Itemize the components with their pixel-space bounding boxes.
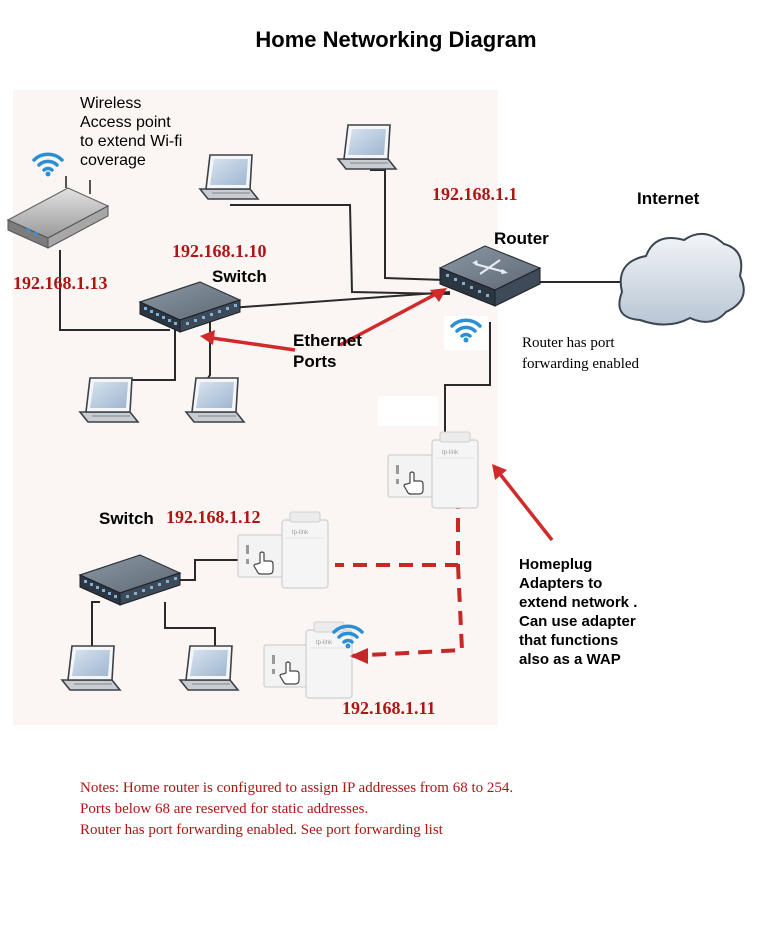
switch-bottom-ip: 192.168.1.12	[166, 507, 261, 527]
laptop-switch1-right	[185, 377, 245, 423]
svg-text:Router has port: Router has port	[522, 335, 615, 351]
router-device	[438, 245, 542, 307]
ethernet-ports-label: Ethernet Ports	[293, 331, 362, 371]
svg-text:Can use adapter: Can use adapter	[519, 613, 636, 630]
laptop-top-left	[199, 154, 259, 200]
svg-text:Ethernet: Ethernet	[293, 331, 362, 350]
homeplug-arrowhead	[350, 648, 368, 664]
switch-top-ip: 192.168.1.10	[172, 241, 267, 261]
svg-text:Ports: Ports	[293, 352, 336, 371]
svg-text:also as a WAP: also as a WAP	[519, 651, 621, 668]
homeplug-powerline	[335, 495, 465, 658]
diagram-title: Home Networking Diagram	[255, 27, 536, 52]
svg-text:Wireless: Wireless	[80, 95, 141, 112]
svg-text:to extend Wi-fi: to extend Wi-fi	[80, 133, 182, 150]
svg-text:Access point: Access point	[80, 114, 171, 131]
internet-cloud	[618, 233, 745, 326]
router-ip: 192.168.1.1	[432, 184, 518, 204]
svg-text:coverage: coverage	[80, 152, 146, 169]
svg-text:extend network .: extend network .	[519, 594, 637, 611]
wireless-access-point	[6, 176, 110, 249]
homeplug-adapter-top	[378, 396, 479, 509]
laptop-switch2-right	[179, 645, 239, 691]
router-wifi-icon	[444, 316, 488, 350]
svg-text:forwarding enabled: forwarding enabled	[522, 356, 640, 372]
annotation-arrows	[200, 288, 554, 542]
svg-text:Router has port forwarding ena: Router has port forwarding enabled. See …	[80, 822, 444, 838]
homeplug-wap-ip: 192.168.1.11	[342, 698, 436, 718]
switch-top-label: Switch	[212, 267, 267, 286]
wap-label: Wireless Access point to extend Wi-fi co…	[80, 95, 182, 169]
internet-label: Internet	[637, 189, 700, 208]
laptop-switch2-left	[61, 645, 121, 691]
router-forwarding-note: Router has port forwarding enabled	[522, 335, 640, 372]
router-label: Router	[494, 229, 549, 248]
switch-bottom-label: Switch	[99, 509, 154, 528]
homeplug-label: Homeplug Adapters to extend network . Ca…	[519, 556, 637, 668]
svg-text:Notes: Home router is configur: Notes: Home router is configured to assi…	[80, 780, 513, 796]
svg-text:Ports below 68 are reserved fo: Ports below 68 are reserved for static a…	[80, 801, 368, 817]
svg-text:that functions: that functions	[519, 632, 618, 649]
svg-text:Homeplug: Homeplug	[519, 556, 592, 573]
notes-block: Notes: Home router is configured to assi…	[80, 780, 513, 838]
wap-ip: 192.168.1.13	[13, 273, 108, 293]
svg-text:Adapters to: Adapters to	[519, 575, 602, 592]
laptop-switch1-left	[79, 377, 139, 423]
laptop-top-center	[337, 124, 397, 170]
